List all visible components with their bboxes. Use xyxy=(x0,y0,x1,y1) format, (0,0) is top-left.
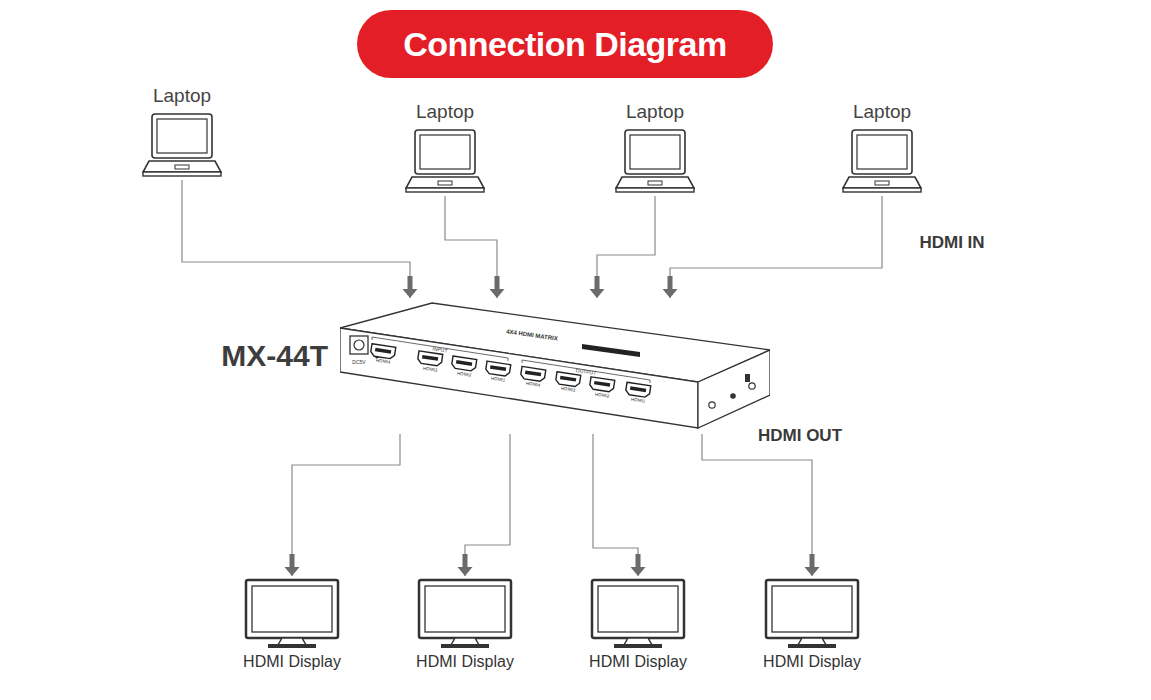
laptop-display-area xyxy=(157,119,207,153)
side-fitting xyxy=(731,394,735,398)
display-frame xyxy=(766,580,858,638)
display-icon xyxy=(415,578,515,650)
text-label: HDMI OUT xyxy=(758,427,842,444)
connector xyxy=(445,196,497,298)
matrix-housing xyxy=(340,300,770,432)
node-label: Laptop xyxy=(385,100,505,124)
display-frame xyxy=(246,580,338,638)
laptop-icon xyxy=(142,112,222,178)
node-label: MX-44T xyxy=(221,338,328,374)
laptop-touchpad xyxy=(438,181,452,185)
display-stand xyxy=(624,638,652,645)
laptop-screen xyxy=(152,114,212,158)
laptop-display-area xyxy=(630,135,680,169)
display-icon xyxy=(762,578,862,650)
node-label: HDMI Display xyxy=(217,652,367,672)
model-plate xyxy=(582,344,640,357)
display-frame xyxy=(592,580,684,638)
laptop-display-area xyxy=(420,135,470,169)
laptop-keyboard xyxy=(406,177,484,188)
connector xyxy=(593,434,638,576)
connector xyxy=(597,196,655,298)
node-label: Laptop xyxy=(122,84,242,108)
display-foot xyxy=(268,644,316,648)
laptop-node: Laptop xyxy=(122,84,242,178)
laptop-base xyxy=(843,188,921,192)
device-node: MX-44T xyxy=(340,300,770,432)
hdmi-port xyxy=(451,356,477,371)
output-bracket xyxy=(522,360,650,383)
laptop-node: Laptop xyxy=(595,100,715,194)
node-label: Laptop xyxy=(822,100,942,124)
hdmi-port xyxy=(485,361,511,376)
laptop-keyboard xyxy=(843,177,921,188)
display-screen xyxy=(772,586,852,632)
laptop-keyboard xyxy=(143,161,221,172)
display-foot xyxy=(788,644,836,648)
laptop-touchpad xyxy=(875,181,889,185)
hdmi-port xyxy=(520,366,546,381)
laptop-screen xyxy=(852,130,912,174)
display-foot xyxy=(441,644,489,648)
laptop-node: Laptop xyxy=(822,100,942,194)
node-label: HDMI Display xyxy=(563,652,713,672)
display-screen xyxy=(252,586,332,632)
laptop-touchpad xyxy=(175,165,189,169)
laptop-base xyxy=(143,172,221,176)
display-stand xyxy=(278,638,306,645)
side-fitting xyxy=(749,383,755,389)
display-frame xyxy=(419,580,511,638)
laptop-base xyxy=(616,188,694,192)
node-label: Laptop xyxy=(595,100,715,124)
hdmi-port xyxy=(370,344,396,359)
display-node: HDMI Display xyxy=(737,578,887,672)
display-screen xyxy=(598,586,678,632)
connector xyxy=(670,196,882,298)
display-stand xyxy=(451,638,479,645)
laptop-base xyxy=(406,188,484,192)
laptop-icon xyxy=(615,128,695,194)
hdmi-port xyxy=(589,377,615,392)
node-label: HDMI Display xyxy=(390,652,540,672)
laptop-icon xyxy=(405,128,485,194)
connector xyxy=(292,434,400,576)
hdmi-port xyxy=(417,351,443,366)
connector xyxy=(702,434,812,576)
laptop-display-area xyxy=(857,135,907,169)
housing-front xyxy=(340,328,698,428)
display-node: HDMI Display xyxy=(217,578,367,672)
display-icon xyxy=(242,578,342,650)
laptop-screen xyxy=(625,130,685,174)
housing-side xyxy=(698,350,770,428)
text-label: HDMI IN xyxy=(919,234,984,251)
laptop-screen xyxy=(415,130,475,174)
text-label: DC5V xyxy=(352,360,365,365)
display-stand xyxy=(798,638,826,645)
laptop-keyboard xyxy=(616,177,694,188)
hdmi-port xyxy=(625,382,651,397)
display-node: HDMI Display xyxy=(390,578,540,672)
display-screen xyxy=(425,586,505,632)
laptop-node: Laptop xyxy=(385,100,505,194)
laptop-touchpad xyxy=(648,181,662,185)
dc-jack-pin xyxy=(354,340,364,350)
display-foot xyxy=(614,644,662,648)
hdmi-port xyxy=(555,372,581,387)
display-icon xyxy=(588,578,688,650)
display-node: HDMI Display xyxy=(563,578,713,672)
title-pill: Connection Diagram xyxy=(357,10,773,78)
connector xyxy=(465,434,510,576)
node-label: HDMI Display xyxy=(737,652,887,672)
dc-jack xyxy=(350,336,368,354)
side-button xyxy=(745,374,750,382)
laptop-icon xyxy=(842,128,922,194)
input-bracket xyxy=(372,337,508,361)
side-fitting xyxy=(709,402,715,408)
connector xyxy=(182,180,410,298)
